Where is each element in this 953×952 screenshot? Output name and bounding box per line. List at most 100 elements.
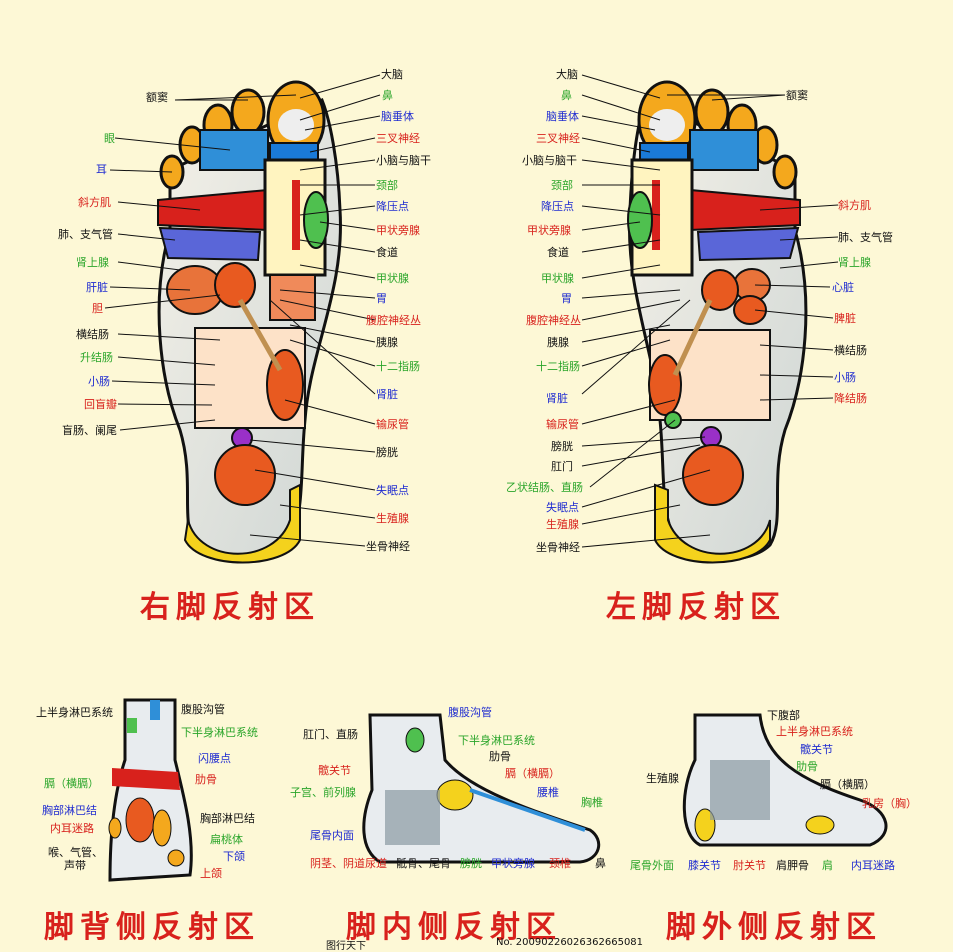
rf-label-stomach: 胃: [376, 292, 387, 305]
rf-label-ureter: 输尿管: [376, 418, 409, 431]
lf-label-heart: 心脏: [832, 281, 854, 294]
medial-label-nose: 鼻: [595, 857, 606, 870]
footer-id: No. 20090226026362665081: [496, 937, 644, 948]
lf-label-duodenum: 十二指肠: [536, 360, 580, 373]
lateral-label-lower-abdomen: 下腹部: [767, 709, 800, 722]
lateral-label-gonad: 生殖腺: [646, 772, 679, 785]
dorsal-title: 脚背侧反射区: [44, 910, 260, 945]
rf-label-sciatic: 坐骨神经: [366, 540, 410, 553]
rf-label-adrenal: 肾上腺: [76, 256, 109, 269]
lateral-label-scapula: 肩胛骨: [776, 859, 809, 872]
lf-label-neck: 颈部: [551, 179, 573, 192]
rf-label-pancreas: 胰腺: [376, 336, 398, 349]
lateral-foot: [682, 713, 888, 847]
right-foot-sole: [157, 80, 342, 564]
lateral-title: 脚外侧反射区: [666, 910, 882, 945]
rf-label-thyroid: 甲状腺: [376, 272, 409, 285]
lf-label-sciatic: 坐骨神经: [536, 541, 580, 554]
dorsal-label-diaphragm: 膈（横膈）: [44, 777, 99, 790]
lateral-label-breast: 乳房（胸）: [862, 797, 917, 810]
lf-label-adrenal: 肾上腺: [838, 256, 871, 269]
lf-label-ureter: 输尿管: [546, 418, 579, 431]
rf-label-kidney: 肾脏: [376, 388, 398, 401]
rf-label-gonad: 生殖腺: [376, 512, 409, 525]
medial-label-bladder: 膀胱: [460, 857, 482, 870]
lf-label-lung: 肺、支气管: [838, 231, 893, 244]
rf-label-celiac-plexus: 腹腔神经丛: [366, 314, 421, 327]
dorsal-foot: [108, 698, 193, 882]
lf-label-spleen: 脾脏: [834, 312, 856, 325]
lf-label-anus: 肛门: [551, 460, 573, 473]
rf-label-small-intestine: 小肠: [88, 375, 110, 388]
left-foot-title: 左脚反射区: [606, 590, 786, 625]
lf-label-descending-colon: 降结肠: [834, 392, 867, 405]
lf-label-small-intestine: 小肠: [834, 371, 856, 384]
lf-label-gonad: 生殖腺: [546, 518, 579, 531]
lf-label-bladder: 膀胱: [551, 440, 573, 453]
lateral-label-elbow: 肘关节: [733, 859, 766, 872]
leader-lines: [104, 74, 839, 548]
dorsal-label-inguinal: 腹股沟管: [181, 703, 225, 716]
rf-label-transverse-colon: 横结肠: [76, 328, 109, 341]
lf-label-bp-point: 降压点: [541, 200, 574, 213]
lf-label-cerebellum: 小脑与脑干: [522, 154, 577, 167]
lf-label-pituitary: 脑垂体: [546, 110, 579, 123]
medial-label-cervical: 颈椎: [549, 857, 571, 870]
lateral-label-hip: 髋关节: [800, 743, 833, 756]
rf-label-trigeminal: 三叉神经: [376, 132, 420, 145]
rf-label-parathyroid: 甲状旁腺: [376, 224, 420, 237]
lf-label-pancreas: 胰腺: [547, 336, 569, 349]
rf-label-bladder: 膀胱: [376, 446, 398, 459]
rf-label-cerebellum: 小脑与脑干: [376, 154, 431, 167]
dorsal-label-upper-jaw: 上颌: [200, 867, 222, 880]
medial-label-parathyroid: 甲状旁腺: [491, 857, 535, 870]
rf-label-trapezius: 斜方肌: [78, 196, 111, 209]
lf-label-trigeminal: 三叉神经: [536, 132, 580, 145]
lf-label-thyroid: 甲状腺: [541, 272, 574, 285]
lateral-label-shoulder: 肩: [822, 859, 833, 872]
medial-label-lumbar: 腰椎: [537, 786, 559, 799]
rf-label-brain: 大脑: [381, 68, 403, 81]
lateral-label-coccyx-outer: 尾骨外面: [630, 859, 674, 872]
rf-label-bp-point: 降压点: [376, 200, 409, 213]
footer-site: 图行天下: [326, 941, 366, 952]
medial-label-coccyx-inner: 尾骨内面: [310, 829, 354, 842]
right-foot-title: 右脚反射区: [140, 590, 320, 625]
lf-label-kidney: 肾脏: [546, 392, 568, 405]
rf-label-nose: 鼻: [382, 89, 393, 102]
rf-label-ascending-colon: 升结肠: [80, 351, 113, 364]
medial-foot: [362, 713, 601, 864]
medial-label-genital: 阴茎、阴道尿道: [310, 857, 387, 870]
medial-label-anus: 肛门、直肠: [303, 728, 358, 741]
dorsal-label-chest-lymph-right: 胸部淋巴结: [200, 812, 255, 825]
medial-title: 脚内侧反射区: [346, 910, 562, 945]
rf-label-cecum: 盲肠、阑尾: [62, 424, 117, 437]
lf-label-stomach: 胃: [561, 292, 572, 305]
dorsal-label-tonsil: 扁桃体: [210, 833, 243, 846]
dorsal-label-back-point: 闪腰点: [198, 752, 231, 765]
dorsal-label-inner-ear: 内耳迷路: [50, 822, 94, 835]
rf-label-eye: 眼: [104, 132, 115, 145]
dorsal-label-lower-lymph: 下半身淋巴系统: [181, 726, 258, 739]
lf-label-sinus: 额窦: [786, 89, 808, 102]
medial-label-uterus: 子宫、前列腺: [290, 786, 356, 799]
lateral-label-diaphragm: 膈（横膈）: [820, 778, 875, 791]
lf-label-esophagus: 食道: [547, 246, 569, 259]
dorsal-label-upper-lymph: 上半身淋巴系统: [36, 706, 113, 719]
rf-label-pituitary: 脑垂体: [381, 110, 414, 123]
lf-label-insomnia-point: 失眠点: [546, 501, 579, 514]
rf-label-insomnia-point: 失眠点: [376, 484, 409, 497]
rf-label-esophagus: 食道: [376, 246, 398, 259]
dorsal-label-chest-lymph: 胸部淋巴结: [42, 804, 97, 817]
medial-label-thoracic: 胸椎: [581, 796, 603, 809]
medial-label-rib: 肋骨: [489, 750, 511, 763]
lateral-label-rib: 肋骨: [796, 760, 818, 773]
lf-label-parathyroid: 甲状旁腺: [527, 224, 571, 237]
medial-label-diaphragm: 膈（横膈）: [505, 767, 560, 780]
rf-label-liver: 肝脏: [86, 281, 108, 294]
lf-label-transverse-colon: 横结肠: [834, 344, 867, 357]
rf-label-ear: 耳: [96, 163, 107, 176]
rf-label-sinus: 额窦: [146, 91, 168, 104]
